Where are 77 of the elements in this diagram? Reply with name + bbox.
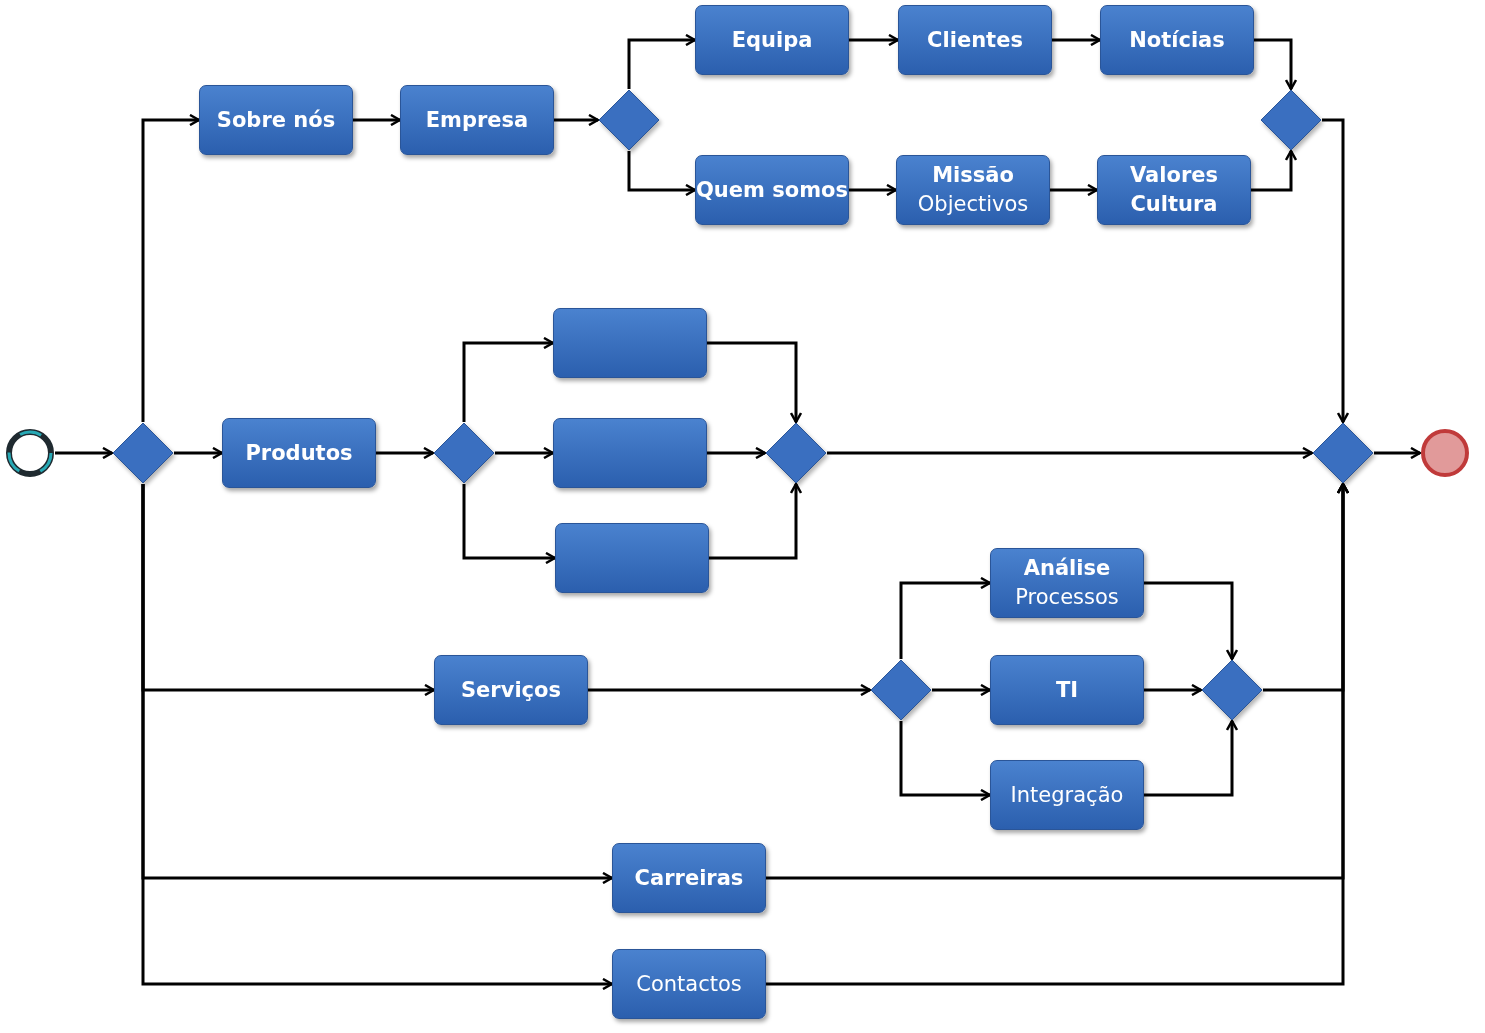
node-label: Integração (1010, 781, 1124, 809)
node-label: Serviços (461, 676, 561, 704)
process-box (222, 418, 376, 488)
blank-process-box (553, 308, 707, 378)
node-label: Notícias (1129, 26, 1225, 54)
process-box (896, 155, 1050, 225)
start-circle (5, 428, 55, 478)
gateway-diamond (765, 422, 827, 484)
gateway-diamond (598, 89, 660, 151)
process-box (695, 5, 849, 75)
arrow (849, 33, 900, 47)
process-box (1097, 155, 1251, 225)
node-label: Produtos (245, 439, 353, 467)
process-box (199, 85, 353, 155)
arrow (353, 113, 402, 127)
arrow (707, 446, 767, 460)
arrow (627, 151, 697, 197)
arrow (709, 482, 803, 560)
blank-process-box (555, 523, 709, 593)
gateway-diamond (433, 422, 495, 484)
gateway-diamond (1201, 659, 1263, 721)
arrow (707, 341, 803, 424)
arrow (766, 482, 1350, 986)
arrow (462, 336, 555, 422)
node-label: Análise (1023, 555, 1111, 582)
node-label: Processos (1015, 584, 1119, 611)
end-circle (1420, 428, 1470, 478)
arrow (1322, 118, 1350, 424)
node-label: Missão (932, 162, 1014, 189)
arrow (141, 113, 201, 422)
arrow (1144, 719, 1239, 797)
arrow (1050, 183, 1099, 197)
process-box (612, 949, 766, 1019)
gateway-diamond (1312, 422, 1374, 484)
arrow (141, 484, 614, 991)
arrow (588, 683, 872, 697)
arrow (1254, 38, 1298, 91)
node-label: Quem somos (696, 176, 848, 204)
arrow (462, 484, 557, 565)
node-label: Contactos (636, 970, 742, 998)
arrow (174, 446, 224, 460)
arrow (1144, 581, 1239, 661)
arrow (827, 446, 1314, 460)
process-box (990, 548, 1144, 618)
node-label: Valores Cultura (1129, 162, 1219, 218)
node-label: TI (1055, 676, 1079, 704)
gateway-diamond (870, 659, 932, 721)
arrow (554, 113, 600, 127)
arrow (1052, 33, 1102, 47)
arrow (1144, 683, 1203, 697)
arrow (495, 446, 555, 460)
arrow (899, 721, 992, 802)
blank-process-box (553, 418, 707, 488)
arrow (1251, 149, 1298, 192)
process-box (612, 843, 766, 913)
node-label: Clientes (927, 26, 1023, 54)
gateway-diamond (1260, 89, 1322, 151)
process-box (990, 760, 1144, 830)
gateway-diamond (112, 422, 174, 484)
arrow (1374, 446, 1422, 460)
process-box (434, 655, 588, 725)
node-label: Empresa (425, 106, 529, 134)
arrow (55, 446, 114, 460)
node-label: Objectivos (917, 191, 1029, 218)
arrow (376, 446, 435, 460)
arrow (849, 183, 898, 197)
node-label: Equipa (731, 26, 813, 54)
node-label: Carreiras (634, 864, 744, 892)
process-box (898, 5, 1052, 75)
arrow (932, 683, 992, 697)
arrow (627, 33, 697, 89)
node-label: Sobre nós (216, 106, 336, 134)
process-box (1100, 5, 1254, 75)
process-box (400, 85, 554, 155)
arrow (899, 576, 992, 659)
process-box (990, 655, 1144, 725)
process-box (695, 155, 849, 225)
